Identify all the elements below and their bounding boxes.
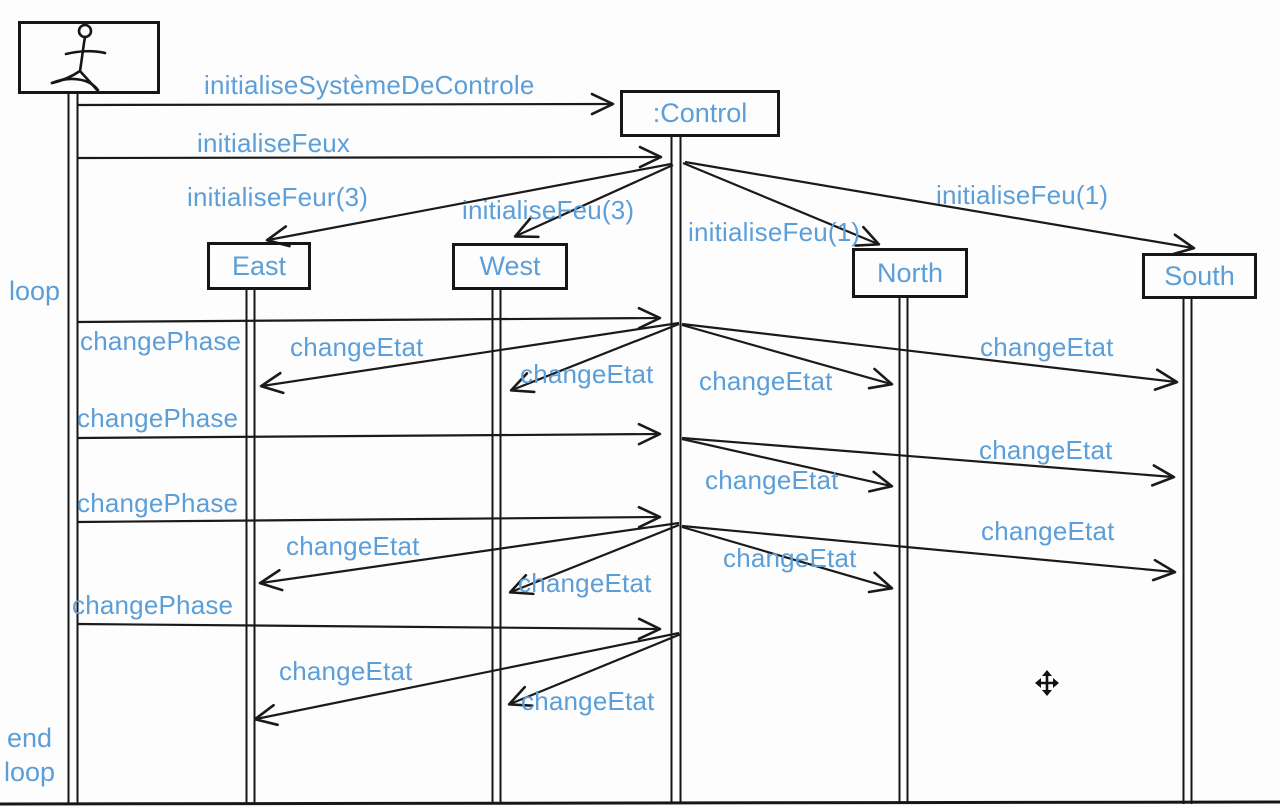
actor-box[interactable]	[18, 21, 160, 94]
message-label: changeEtat	[705, 465, 839, 495]
message-label: changePhase	[80, 326, 242, 356]
actor-icon	[50, 24, 107, 91]
lifeline-west	[491, 290, 502, 804]
participant-north[interactable]: North	[852, 248, 968, 298]
message-label: changeEtat	[981, 516, 1115, 546]
message-label: changeEtat	[979, 435, 1113, 465]
message-label: initialiseSystèmeDeControle	[204, 70, 535, 100]
lifeline-south	[1182, 299, 1193, 804]
message-label: changeEtat	[286, 531, 420, 561]
message-label: changePhase	[77, 403, 239, 433]
message-label: initialiseFeu(1)	[936, 180, 1109, 210]
participant-control-label: :Control	[652, 98, 748, 128]
message-label: changeEtat	[520, 359, 654, 389]
lifeline-control	[670, 137, 682, 804]
message-label: changeEtat	[518, 568, 652, 598]
message-label: changeEtat	[699, 366, 833, 396]
move-cursor-icon	[1033, 668, 1061, 698]
lifeline-north	[898, 298, 909, 804]
participant-south[interactable]: South	[1142, 253, 1257, 299]
message-label: changeEtat	[521, 686, 655, 716]
message-label: initialiseFeu(3)	[462, 195, 635, 225]
participant-west-label: West	[479, 251, 541, 281]
participant-east-label: East	[231, 250, 287, 281]
participant-south-label: South	[1164, 260, 1235, 291]
participant-north-label: North	[876, 257, 944, 288]
lifeline-east	[245, 290, 256, 804]
message-label: changeEtat	[723, 543, 857, 573]
lifeline-actor	[67, 93, 79, 804]
participant-west[interactable]: West	[452, 243, 568, 290]
message-label: initialiseFeur(3)	[187, 182, 369, 212]
message-label: changePhase	[77, 488, 239, 518]
participant-control[interactable]: :Control	[620, 90, 780, 137]
message-label: initialiseFeu(1)	[688, 217, 861, 247]
loop-end-label-1: end	[7, 723, 53, 753]
message-label: changeEtat	[290, 332, 424, 362]
loop-end-line	[0, 800, 1280, 806]
message-label: initialiseFeux	[197, 128, 351, 158]
message-label: changeEtat	[279, 656, 413, 686]
participant-east[interactable]: East	[207, 242, 311, 290]
message-label: changeEtat	[980, 332, 1114, 362]
loop-start-label: loop	[9, 276, 61, 306]
loop-end-label-2: loop	[4, 757, 56, 787]
message-label: changePhase	[72, 590, 234, 620]
